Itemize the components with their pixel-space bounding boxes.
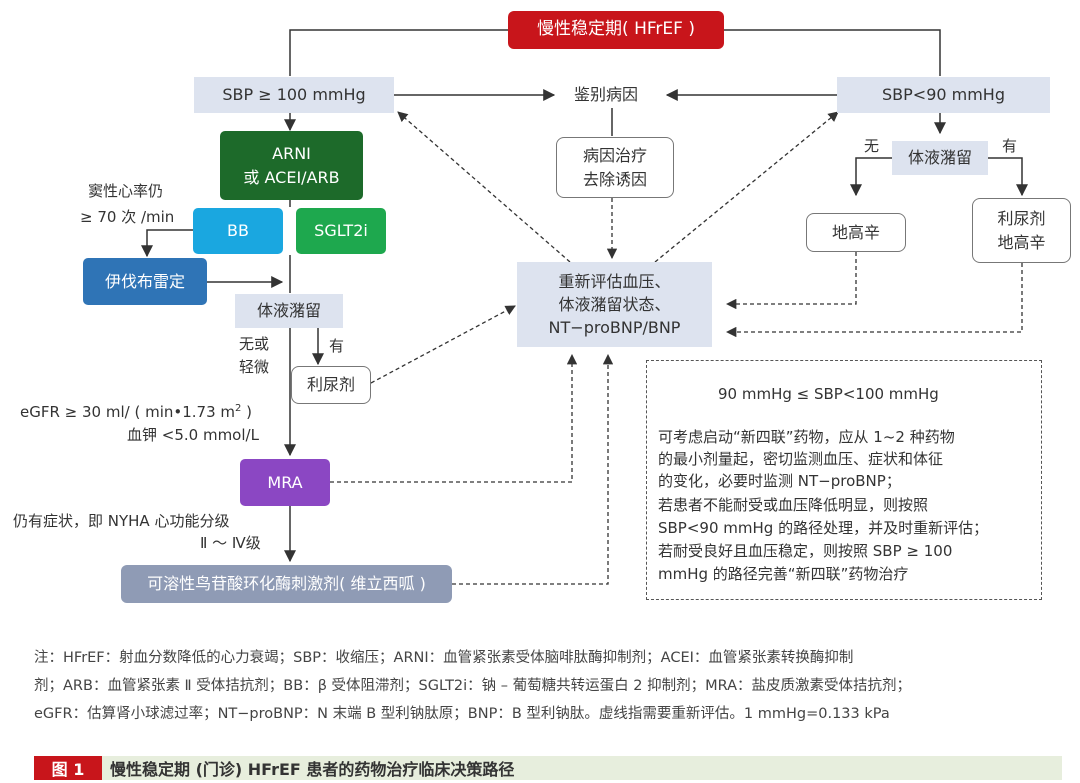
sbp-high-box: SBP ≥ 100 mmHg [194, 77, 394, 113]
sinus-rate-line-1: 窦性心率仍 [88, 182, 164, 200]
eGFR-condition: eGFR ≥ 30 ml/ ( min•1.73 m2 ) [20, 401, 252, 424]
still-symptoms-line-2: Ⅱ ～ Ⅳ级 [200, 534, 261, 552]
panel-heading: 90 mmHg ≤ SBP<100 mmHg [718, 385, 939, 403]
differential-label: 鉴别病因 [574, 85, 639, 104]
sinus-rate-line-2: ≥ 70 次 /min [80, 208, 175, 226]
arrow-BB-ivabradine [141, 229, 193, 258]
SGLT2i-box: SGLT2i [296, 208, 386, 254]
panel-line-3: 的变化，必要时监测 NT−proBNP； [658, 472, 901, 490]
eGFR-superscript: 2 [235, 403, 242, 414]
title-box-label: 慢性稳定期( HFrEF ) [537, 19, 695, 40]
yes-left-label: 有 [329, 337, 345, 355]
note-line-2: 剂；ARB：血管紧张素 Ⅱ 受体拮抗剂；BB：β 受体阻滞剂；SGLT2i：钠 … [34, 678, 912, 694]
cause-treatment-line-2: 去除诱因 [582, 169, 647, 189]
dashed-MRA-reassess [330, 353, 578, 483]
dashed-vericiguat-reassess [452, 353, 614, 585]
MRA-label: MRA [267, 472, 303, 492]
reassess-box: 重新评估血压、 体液潴留状态、 NT−proBNP/BNP [517, 262, 712, 347]
diuretic-left-label: 利尿剂 [306, 375, 355, 394]
ivabradine-box: 伊伐布雷定 [83, 258, 207, 305]
fluid-retention-right-label: 体液潴留 [907, 148, 972, 167]
ARNI-line-1: ARNI [272, 143, 311, 163]
diuretic-digoxin-line-2: 地高辛 [997, 232, 1046, 252]
sbp-low-box: SBP<90 mmHg [837, 77, 1050, 113]
dashed-diuretic-reassess [370, 305, 516, 384]
none-right-label: 无 [864, 137, 880, 155]
title-box-chronic-stable: 慢性稳定期( HFrEF ) [508, 11, 724, 49]
panel-line-1: 可考虑启动“新四联”药物，应从 1~2 种药物 [658, 428, 955, 446]
arrow-fluid-yes [988, 157, 1028, 197]
intermediate-sbp-panel [646, 360, 1042, 600]
dashed-digoxin-reassess [725, 252, 857, 310]
ARNI-line-2: 或 ACEI/ARB [243, 167, 340, 187]
eGFR-text: eGFR ≥ 30 ml/ ( min•1.73 m [20, 403, 235, 421]
reassess-line-1: 重新评估血压、 [558, 271, 671, 291]
diuretic-digoxin-line-1: 利尿剂 [997, 208, 1046, 228]
dashed-reassess-sbp-low [654, 111, 839, 263]
connector-title-left [289, 29, 508, 76]
sbp-low-label: SBP<90 mmHg [882, 85, 1005, 104]
dashed-diuretic-digoxin-reassess [725, 263, 1023, 338]
vericiguat-box: 可溶性鸟苷酸环化酶刺激剂( 维立西呱 ) [121, 565, 452, 603]
panel-line-6: 若耐受良好且血压稳定，则按照 SBP ≥ 100 [658, 542, 953, 560]
MRA-box: MRA [240, 459, 330, 506]
diuretic-left-box: 利尿剂 [291, 366, 371, 404]
panel-line-5: SBP<90 mmHg 的路径处理，并及时重新评估； [658, 519, 989, 537]
panel-line-4: 若患者不能耐受或血压降低明显，则按照 [658, 496, 929, 514]
note-line-3: eGFR：估算肾小球滤过率；NT−proBNP：N 末端 B 型利钠肽原；BNP… [34, 706, 890, 722]
dashed-reassess-sbp-high [397, 111, 571, 263]
vericiguat-label: 可溶性鸟苷酸环化酶刺激剂( 维立西呱 ) [147, 574, 426, 593]
digoxin-box: 地高辛 [806, 213, 906, 252]
BB-label: BB [227, 221, 249, 240]
digoxin-label: 地高辛 [831, 222, 880, 242]
reassess-line-3: NT−proBNP/BNP [548, 318, 681, 338]
caption-bar [34, 756, 1062, 780]
still-symptoms-line-1: 仍有症状，即 NYHA 心功能分级 [13, 512, 230, 530]
figure-caption-title: 慢性稳定期 (门诊) HFrEF 患者的药物治疗临床决策路径 [110, 760, 515, 779]
note-line-1: 注：HFrEF：射血分数降低的心力衰竭；SBP：收缩压；ARNI：血管紧张素受体… [34, 650, 854, 666]
BB-box: BB [193, 208, 283, 254]
fluid-retention-right-box: 体液潴留 [892, 141, 988, 175]
none-or-mild-line-2: 轻微 [239, 358, 270, 376]
ARNI-box: ARNI 或 ACEI/ARB [220, 131, 363, 200]
panel-line-7: mmHg 的路径完善“新四联”药物治疗 [658, 565, 909, 583]
fluid-retention-left-label: 体液潴留 [256, 301, 321, 320]
potassium-condition: 血钾 <5.0 mmol/L [127, 426, 259, 444]
eGFR-end: ) [241, 403, 252, 421]
SGLT2i-label: SGLT2i [314, 221, 368, 240]
fluid-retention-left-box: 体液潴留 [235, 294, 343, 328]
figure-number-tag: 图 1 [34, 756, 102, 780]
cause-treatment-box: 病因治疗 去除诱因 [556, 137, 674, 198]
sbp-high-label: SBP ≥ 100 mmHg [222, 85, 366, 104]
reassess-line-2: 体液潴留状态、 [558, 294, 671, 314]
connector-title-right [724, 29, 941, 76]
diuretic-digoxin-box: 利尿剂 地高辛 [972, 198, 1071, 263]
none-or-mild-line-1: 无或 [239, 335, 270, 353]
ivabradine-label: 伊伐布雷定 [104, 271, 185, 291]
arrow-fluid-none [850, 157, 892, 197]
yes-right-label: 有 [1002, 137, 1018, 155]
panel-line-2: 的最小剂量起，密切监测血压、症状和体征 [658, 450, 944, 468]
cause-treatment-line-1: 病因治疗 [582, 145, 647, 165]
